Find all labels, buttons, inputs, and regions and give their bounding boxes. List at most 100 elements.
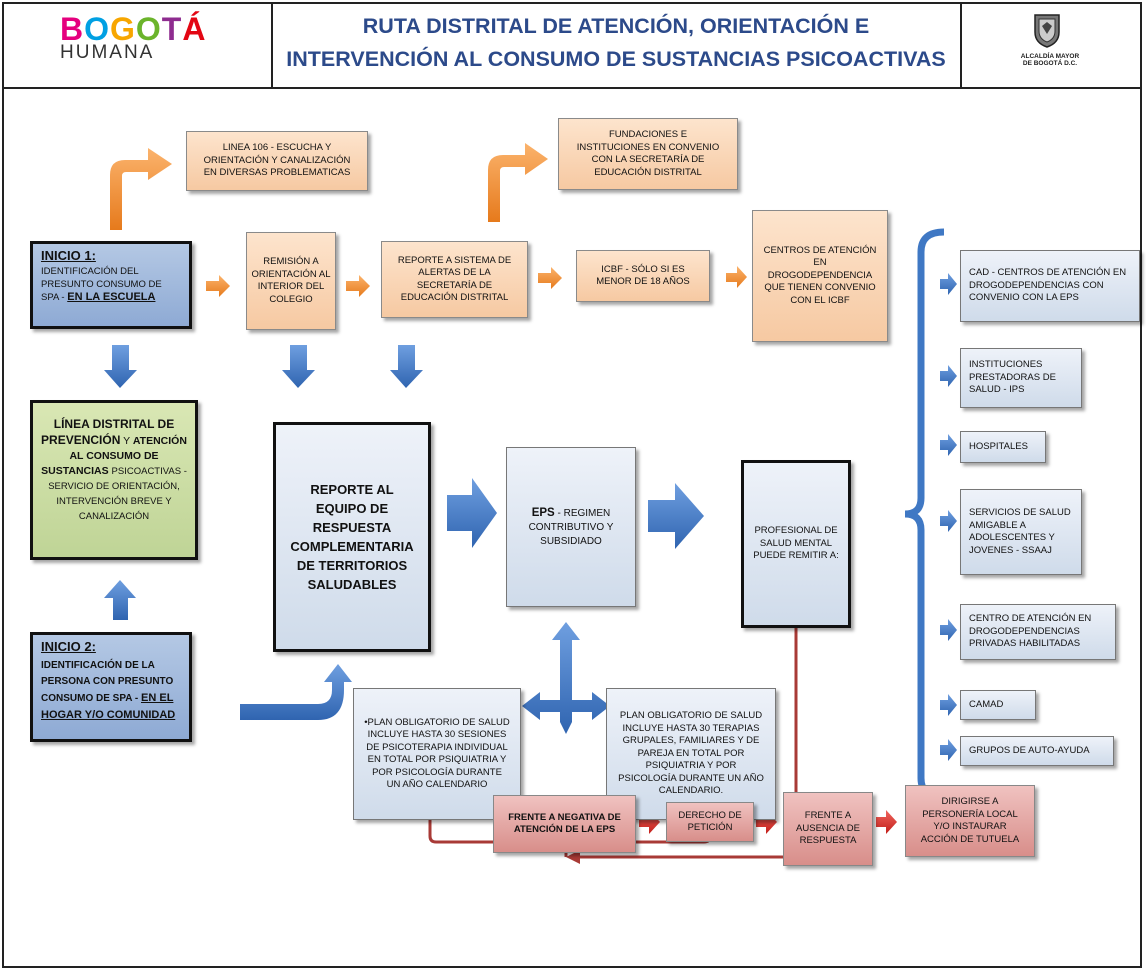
arrow-right-2 (346, 275, 370, 297)
referral-item: SERVICIOS DE SALUD AMIGABLE A ADOLESCENT… (960, 489, 1082, 575)
referral-item: CAMAD (960, 690, 1036, 720)
legal-step-ausencia: FRENTE A AUSENCIA DE RESPUESTA (783, 792, 873, 866)
red-arrow-3 (876, 810, 897, 834)
eps-box: EPS - REGIMEN CONTRIBUTIVO Y SUBSIDIADO (506, 447, 636, 607)
red-arrow-1 (639, 810, 660, 834)
logo-line1: BOGOTÁ (60, 11, 210, 47)
icbf-box: ICBF - SÓLO SI ES MENOR DE 18 AÑOS (576, 250, 710, 302)
referral-item: GRUPOS DE AUTO-AYUDA (960, 736, 1114, 766)
linea106-text: LINEA 106 - ESCUCHA Y ORIENTACIÓN Y CANA… (203, 142, 351, 179)
alcaldia-label: ALCALDÍA MAYOR DE BOGOTÁ D.C. (1000, 53, 1100, 67)
remision-box: REMISIÓN A ORIENTACIÓN AL INTERIOR DEL C… (246, 232, 336, 330)
referral-brace (904, 228, 945, 802)
logo-letter: Á (182, 11, 207, 47)
referral-centros-privados: CENTRO DE ATENCIÓN EN DROGODEPENDENCIAS … (969, 613, 1092, 650)
title-line2: INTERVENCIÓN AL CONSUMO DE SUSTANCIAS PS… (286, 47, 946, 71)
logo-letter: B (60, 11, 85, 47)
curved-arrow-inicio2-to-reporte (240, 664, 352, 720)
curved-arrow-to-linea106 (110, 148, 172, 230)
arrow-down-remision (282, 345, 315, 388)
centros-icbf-box: CENTROS DE ATENCIÓN EN DROGODEPENDENCIA … (752, 210, 888, 342)
linea-distrital-rest: PSICOACTIVAS - SERVICIO DE ORIENTACIÓN, … (48, 466, 187, 522)
inicio1-body: IDENTIFICACIÓN DEL PRESUNTO CONSUMO DE S… (41, 265, 181, 304)
pos-grupal-text: PLAN OBLIGATORIO DE SALUD INCLUYE HASTA … (618, 710, 764, 797)
reporte-sistema-box: REPORTE A SISTEMA DE ALERTAS DE LA SECRE… (381, 241, 528, 318)
linea106-box: LINEA 106 - ESCUCHA Y ORIENTACIÓN Y CANA… (186, 131, 368, 191)
icbf-text: ICBF - SÓLO SI ES MENOR DE 18 AÑOS (596, 263, 690, 288)
referral-item: HOSPITALES (960, 431, 1046, 463)
legal-step-tutela: DIRIGIRSE A PERSONERÍA LOCAL Y/O INSTAUR… (905, 785, 1035, 857)
logo-letter: O (135, 11, 162, 47)
logo-letter: T (161, 11, 183, 47)
legal-step-text: DERECHO DE PETICIÓN (678, 809, 742, 834)
arrow-right-3 (538, 267, 562, 289)
logo-letter: O (84, 11, 110, 47)
remision-text: REMISIÓN A ORIENTACIÓN AL INTERIOR DEL C… (251, 256, 331, 305)
fundaciones-text: FUNDACIONES E INSTITUCIONES EN CONVENIO … (576, 129, 720, 178)
referral-hospitales: HOSPITALES (969, 440, 1028, 452)
linea-distrital-bold1: LÍNEA DISTRITAL DE PREVENCIÓN (41, 417, 175, 447)
inicio1-place: EN LA ESCUELA (67, 290, 156, 303)
big-arrow-to-profesional (648, 483, 704, 549)
legal-step-negativa: FRENTE A NEGATIVA DE ATENCIÓN DE LA EPS (493, 795, 636, 853)
legal-step-text: FRENTE A AUSENCIA DE RESPUESTA (796, 810, 860, 847)
header-divider-right (960, 4, 962, 88)
inicio1-text: IDENTIFICACIÓN DEL PRESUNTO CONSUMO DE S… (41, 265, 162, 303)
linea-distrital-body: LÍNEA DISTRITAL DE PREVENCIÓN Y ATENCIÓN… (39, 407, 189, 524)
referral-ips: INSTITUCIONES PRESTADORAS DE SALUD - IPS (969, 359, 1056, 396)
referral-item: CAD - CENTROS DE ATENCIÓN EN DROGODEPEND… (960, 250, 1140, 322)
pos-individual-text: •PLAN OBLIGATORIO DE SALUD INCLUYE HASTA… (364, 716, 510, 791)
header-divider (4, 87, 1142, 89)
eps-text: - REGIMEN CONTRIBUTIVO Y SUBSIDIADO (528, 508, 614, 547)
arrow-right-4 (726, 266, 747, 288)
referral-ssaaj: SERVICIOS DE SALUD AMIGABLE A ADOLESCENT… (969, 507, 1071, 556)
logo-letter: G (110, 11, 136, 47)
profesional-box: PROFESIONAL DE SALUD MENTAL PUEDE REMITI… (741, 460, 851, 628)
eps-bold: EPS (531, 507, 555, 519)
legal-step-text: DIRIGIRSE A PERSONERÍA LOCAL Y/O INSTAUR… (920, 796, 1020, 845)
pos-grupal-box: PLAN OBLIGATORIO DE SALUD INCLUYE HASTA … (606, 688, 776, 820)
logo-line2: HUMANA (60, 42, 155, 63)
inicio2-box: INICIO 2: IDENTIFICACIÓN DE LA PERSONA C… (30, 632, 192, 742)
reporte-equipo-text: REPORTE AL EQUIPO DE RESPUESTA COMPLEMEN… (290, 482, 414, 592)
referral-camad: CAMAD (969, 698, 1004, 710)
inicio2-title: INICIO 2: (41, 639, 96, 654)
referral-item: CENTRO DE ATENCIÓN EN DROGODEPENDENCIAS … (960, 604, 1116, 660)
legal-step-peticion: DERECHO DE PETICIÓN (666, 802, 754, 842)
red-arrow-2 (756, 810, 777, 834)
inicio1-title: INICIO 1: (41, 248, 96, 263)
linea-distrital-box: LÍNEA DISTRITAL DE PREVENCIÓN Y ATENCIÓN… (30, 400, 198, 560)
linea-distrital-mid: Y (120, 435, 133, 447)
inicio2-text: IDENTIFICACIÓN DE LA PERSONA CON PRESUNT… (41, 659, 174, 704)
linea-distrital-bold2: ATENCIÓN AL CONSUMO DE SUSTANCIAS (41, 435, 187, 477)
inicio2-body: IDENTIFICACIÓN DE LA PERSONA CON PRESUNT… (41, 658, 181, 724)
referral-cad: CAD - CENTROS DE ATENCIÓN EN DROGODEPEND… (969, 267, 1127, 304)
inicio2-place: EN EL HOGAR Y/O COMUNIDAD (41, 691, 176, 721)
four-way-arrow (522, 622, 610, 734)
centros-icbf-text: CENTROS DE ATENCIÓN EN DROGODEPENDENCIA … (763, 244, 877, 306)
eps-body: EPS - REGIMEN CONTRIBUTIVO Y SUBSIDIADO (517, 506, 625, 549)
inicio1-box: INICIO 1: IDENTIFICACIÓN DEL PRESUNTO CO… (30, 241, 192, 329)
arrow-down-reporte (390, 345, 423, 388)
referral-arrows (940, 273, 957, 761)
fundaciones-box: FUNDACIONES E INSTITUCIONES EN CONVENIO … (558, 118, 738, 190)
reporte-equipo-box: REPORTE AL EQUIPO DE RESPUESTA COMPLEMEN… (273, 422, 431, 652)
arrow-down-inicio1 (104, 345, 137, 388)
referral-item: INSTITUCIONES PRESTADORAS DE SALUD - IPS (960, 348, 1082, 408)
arrow-right-1 (206, 275, 230, 297)
reporte-sistema-text: REPORTE A SISTEMA DE ALERTAS DE LA SECRE… (397, 254, 512, 304)
curved-arrow-to-fundaciones (488, 143, 548, 222)
bogota-seal-icon (1034, 14, 1060, 48)
bogota-humana-logo: BOGOTÁ HUMANA (60, 11, 210, 74)
alcaldia-line1: ALCALDÍA MAYOR (1020, 53, 1080, 60)
red-arrowhead (566, 850, 580, 864)
arrow-up-inicio2 (104, 580, 136, 620)
legal-step-text: FRENTE A NEGATIVA DE ATENCIÓN DE LA EPS (508, 811, 621, 836)
alcaldia-line2: DE BOGOTÁ D.C. (1022, 60, 1078, 67)
title-line1: RUTA DISTRITAL DE ATENCIÓN, ORIENTACIÓN … (362, 14, 870, 38)
referral-grupos: GRUPOS DE AUTO-AYUDA (969, 744, 1090, 756)
big-arrow-to-eps (447, 478, 497, 548)
header-divider-left (271, 4, 273, 88)
page-title: RUTA DISTRITAL DE ATENCIÓN, ORIENTACIÓN … (276, 10, 956, 76)
